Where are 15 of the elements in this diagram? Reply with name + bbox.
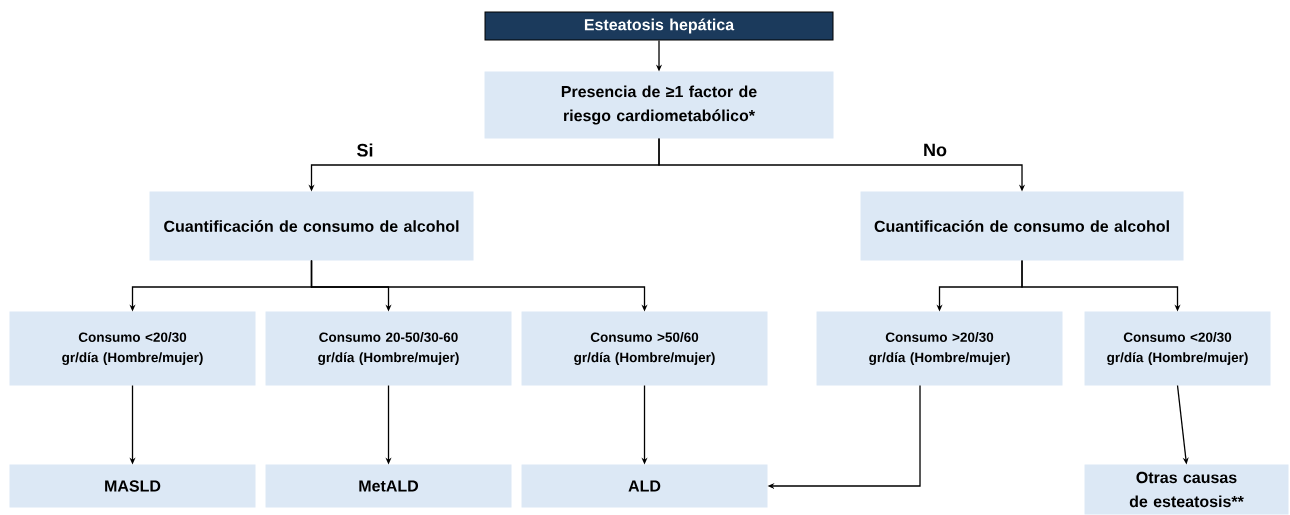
edge-label: No xyxy=(922,142,948,158)
process-box: Consumo <20/30 gr/día (Hombre/mujer) xyxy=(9,311,256,386)
process-box: ALD xyxy=(521,464,768,508)
process-box: Consumo <20/30 gr/día (Hombre/mujer) xyxy=(1084,311,1271,386)
process-box: Consumo >50/60 gr/día (Hombre/mujer) xyxy=(521,311,768,386)
process-box: Otras causas de esteatosis** xyxy=(1084,464,1289,515)
process-box: MASLD xyxy=(9,464,256,508)
process-box: Presencia de ≥1 factor de riesgo cardiometabólico* xyxy=(484,71,834,139)
process-box: MetALD xyxy=(265,464,512,508)
edge-label: Si xyxy=(355,142,375,158)
process-box: Cuantificación de consumo de alcohol xyxy=(149,191,474,261)
process-box: Cuantificación de consumo de alcohol xyxy=(860,191,1184,261)
title-box: Esteatosis hepática xyxy=(484,11,834,41)
process-box: Consumo >20/30 gr/día (Hombre/mujer) xyxy=(816,311,1063,386)
process-box: Consumo 20-50/30-60 gr/día (Hombre/mujer) xyxy=(265,311,512,386)
